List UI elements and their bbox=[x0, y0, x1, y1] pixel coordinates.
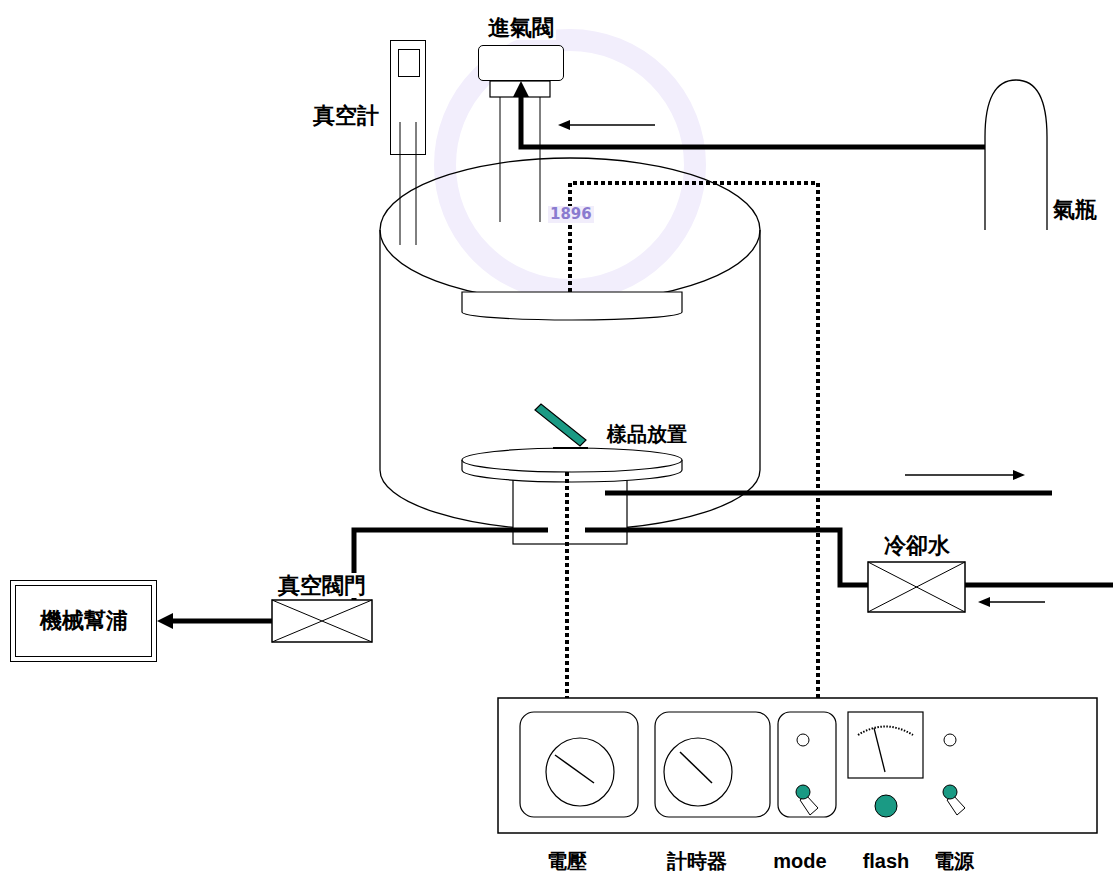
valve-stem bbox=[540, 97, 541, 222]
valve-cross bbox=[868, 562, 965, 612]
timer-dial-frame bbox=[655, 712, 770, 817]
meter-needle bbox=[874, 728, 885, 772]
cooling-water-out-pipe bbox=[605, 491, 1052, 496]
target-electrode bbox=[462, 292, 682, 320]
control-label: 電壓 bbox=[545, 850, 589, 873]
node-label: 機械幫浦 bbox=[40, 608, 128, 633]
gas-cylinder: 氣瓶 bbox=[985, 80, 1047, 230]
voltage-dial-frame bbox=[520, 712, 638, 817]
cylinder-body bbox=[985, 80, 1047, 230]
sample bbox=[535, 404, 586, 446]
sample-stage bbox=[462, 448, 682, 472]
gauge-display bbox=[398, 49, 420, 77]
valve-cross bbox=[272, 600, 372, 642]
vacuum-gauge: 真空計 bbox=[390, 40, 426, 155]
flow-arrow bbox=[905, 474, 1015, 475]
arrow-head bbox=[558, 120, 570, 130]
dial-needle bbox=[555, 755, 594, 783]
watermark: 1896 bbox=[548, 206, 594, 223]
control-label: mode bbox=[771, 850, 828, 873]
valve-stem bbox=[500, 97, 501, 222]
valve-symbol bbox=[868, 562, 965, 612]
arrow-head bbox=[978, 597, 990, 607]
indicator-lamp bbox=[944, 734, 956, 746]
gas-flow-arrow bbox=[568, 124, 655, 125]
pipe-connector bbox=[157, 613, 272, 629]
cooling-water-valve: 冷卻水 bbox=[868, 562, 965, 612]
gauge-stem bbox=[416, 122, 417, 245]
timer-dial bbox=[664, 738, 732, 806]
node-label: 真空計 bbox=[311, 103, 381, 128]
watermark-ring bbox=[445, 40, 695, 290]
toggle-switch bbox=[796, 785, 810, 799]
cooling-water-in-pipe bbox=[585, 530, 1113, 585]
meter-scale bbox=[858, 727, 913, 736]
control-label: flash bbox=[861, 850, 912, 873]
gauge-stem bbox=[400, 122, 401, 245]
dial-needle bbox=[680, 752, 712, 783]
node-label: 冷卻水 bbox=[882, 533, 952, 558]
pipe-connector bbox=[513, 81, 985, 147]
cylinder-outline bbox=[985, 80, 1047, 230]
valve-frame bbox=[272, 600, 372, 642]
arrow-head bbox=[1013, 470, 1025, 480]
voltage-dial bbox=[546, 738, 614, 806]
valve-frame bbox=[868, 562, 965, 612]
control-label: 電源 bbox=[932, 850, 976, 873]
arrow-head bbox=[513, 81, 529, 97]
valve-cross bbox=[868, 562, 965, 612]
chamber-top bbox=[380, 158, 760, 302]
part-label: 樣品放置 bbox=[605, 423, 689, 446]
electrical-wire bbox=[565, 472, 569, 712]
indicator-lamp bbox=[797, 734, 809, 746]
control-panel bbox=[498, 698, 1097, 833]
sample-base bbox=[553, 447, 588, 449]
arrow-head bbox=[157, 613, 173, 629]
node-label: 氣瓶 bbox=[1051, 197, 1099, 222]
flow-arrow bbox=[988, 601, 1045, 602]
valve-body bbox=[490, 81, 550, 97]
mechanical-pump: 機械幫浦 bbox=[10, 580, 157, 662]
vacuum-valve: 真空閥門 bbox=[272, 600, 372, 642]
flash-button bbox=[875, 795, 897, 817]
power-switch bbox=[943, 785, 957, 799]
gas-inlet-valve: 進氣閥 bbox=[478, 45, 564, 81]
mode-frame bbox=[778, 712, 836, 817]
node-label: 進氣閥 bbox=[486, 15, 556, 40]
valve-symbol bbox=[272, 600, 372, 642]
valve-cross bbox=[272, 600, 372, 642]
electrical-wire bbox=[570, 183, 818, 712]
meter-frame bbox=[848, 712, 923, 778]
control-label: 計時器 bbox=[665, 850, 729, 873]
node-label: 真空閥門 bbox=[276, 573, 368, 598]
pipe-line bbox=[521, 95, 985, 147]
pipe-line bbox=[171, 619, 272, 624]
